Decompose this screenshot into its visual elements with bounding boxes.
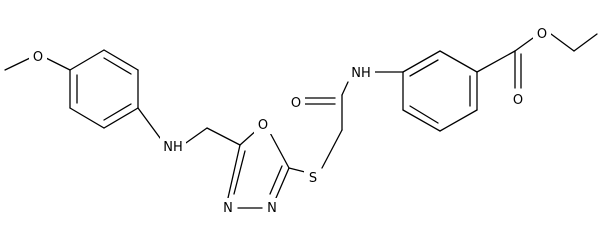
bond bbox=[321, 129, 343, 169]
bond bbox=[103, 49, 139, 71]
atom-label-ester-o: O bbox=[537, 27, 547, 42]
bond bbox=[341, 81, 349, 96]
atom-label-ester-carbonyl-o: O bbox=[513, 93, 523, 108]
bond bbox=[206, 127, 241, 146]
bond bbox=[4, 57, 31, 71]
bond bbox=[233, 150, 246, 195]
atom-label-oxadiazole-n2: N bbox=[267, 201, 277, 216]
bond bbox=[103, 103, 132, 121]
bond bbox=[103, 57, 132, 75]
bond bbox=[137, 107, 164, 143]
bond bbox=[476, 50, 516, 73]
bond bbox=[514, 37, 534, 52]
bond bbox=[402, 109, 441, 132]
bond bbox=[402, 50, 441, 73]
bond bbox=[409, 105, 439, 124]
atom-label-amine-nh: NH bbox=[163, 140, 183, 155]
bond bbox=[45, 57, 71, 71]
atom-label-amide-nh: NH bbox=[351, 66, 371, 81]
bond bbox=[550, 33, 575, 52]
bond bbox=[227, 144, 241, 199]
atom-label-oxadiazole-n1: N bbox=[223, 201, 233, 216]
bond bbox=[182, 127, 208, 146]
bond bbox=[409, 59, 439, 77]
bond bbox=[69, 107, 105, 129]
atom-label-thioether-s: S bbox=[309, 171, 317, 186]
structure-canvas: O NH O S N N O NH O O bbox=[4, 24, 598, 216]
bond bbox=[288, 167, 306, 173]
bond bbox=[573, 33, 598, 52]
bond bbox=[275, 167, 290, 199]
bond-layer bbox=[4, 33, 598, 209]
bond bbox=[69, 49, 105, 71]
bond bbox=[439, 109, 478, 132]
bond bbox=[269, 165, 283, 195]
molecule-diagram: O NH O S N N O NH O O bbox=[4, 24, 598, 216]
atom-label-methoxy-o: O bbox=[33, 50, 43, 65]
atom-label-layer: O NH O S N N O NH O O bbox=[29, 24, 551, 216]
bond bbox=[267, 128, 290, 169]
atom-label-amide-o: O bbox=[291, 96, 301, 111]
atom-label-oxadiazole-o: O bbox=[258, 118, 268, 133]
bond bbox=[103, 107, 139, 129]
bond bbox=[439, 50, 478, 73]
